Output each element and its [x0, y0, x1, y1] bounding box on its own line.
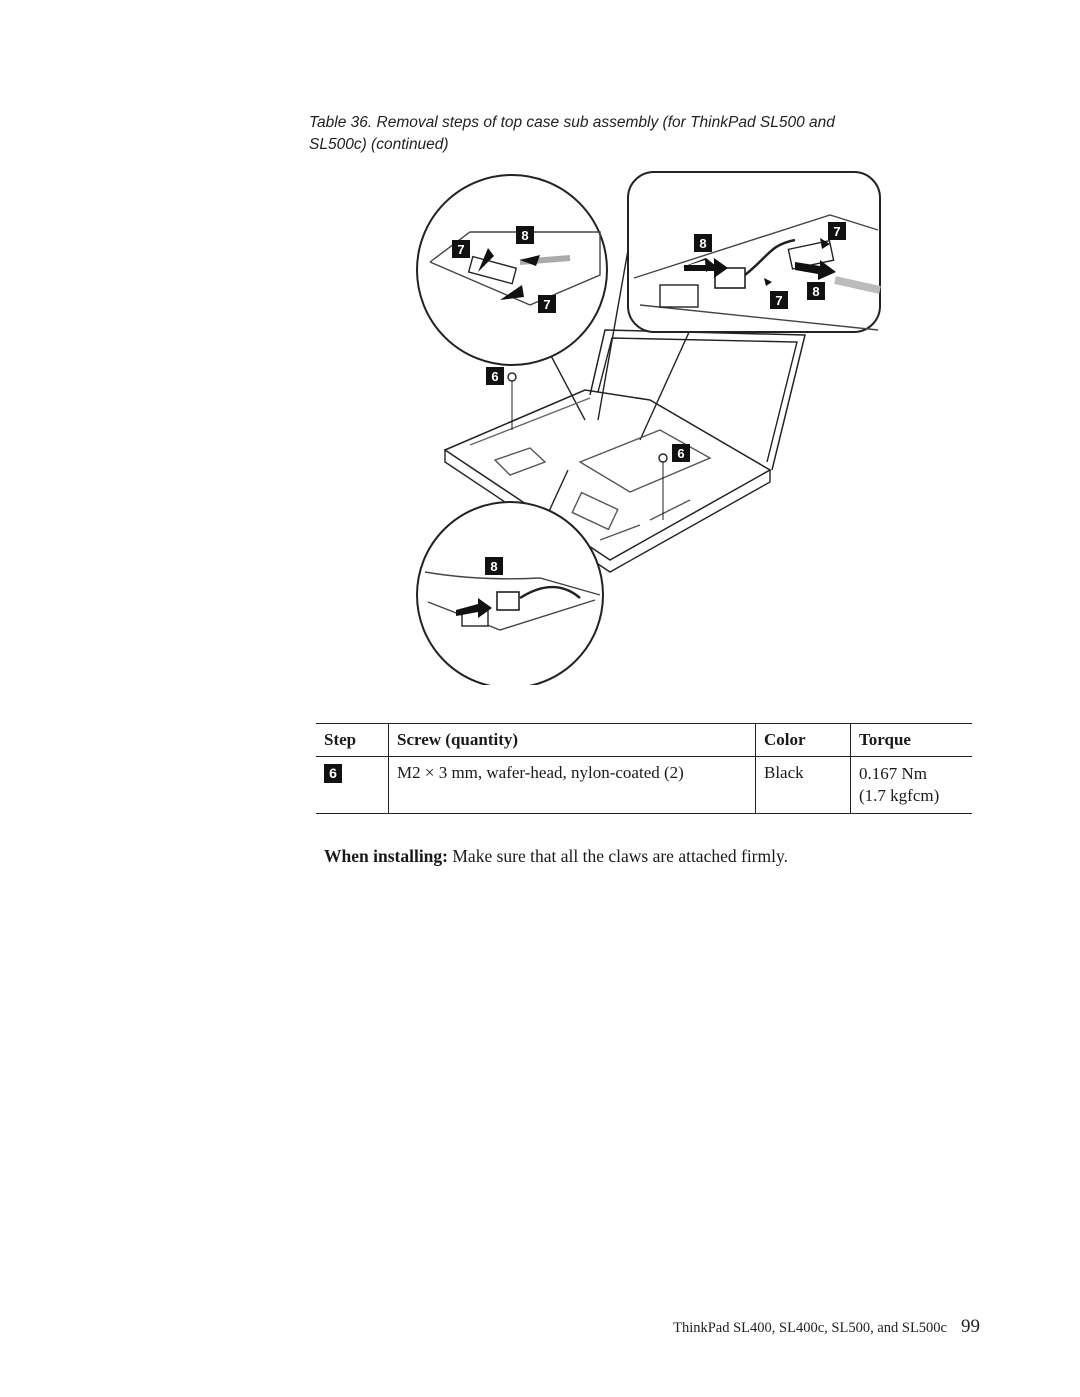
callout-8: 8 — [521, 228, 528, 243]
installation-text: Make sure that all the claws are attache… — [448, 846, 788, 866]
callout-8: 8 — [812, 284, 819, 299]
step-badge: 6 — [324, 764, 342, 783]
table-row: 6 M2 × 3 mm, wafer-head, nylon-coated (2… — [316, 756, 972, 814]
screw-icon — [507, 372, 517, 382]
laptop-lid-inner — [597, 337, 798, 463]
arrow-icon — [520, 255, 540, 266]
screw-icon — [658, 453, 668, 463]
header-step: Step — [316, 723, 389, 757]
removal-illustration: 8 7 7 8 7 7 8 6 6 8 — [416, 171, 881, 685]
callout-8: 8 — [490, 559, 497, 574]
screw-cell: M2 × 3 mm, wafer-head, nylon-coated (2) — [388, 756, 756, 814]
callout-7: 7 — [833, 224, 840, 239]
torque-kgfcm: (1.7 kgfcm) — [859, 786, 940, 805]
callout-pointer-top-right-b — [639, 329, 691, 441]
arrow-icon — [478, 248, 494, 272]
torque-nm: 0.167 Nm — [859, 764, 927, 783]
header-screw: Screw (quantity) — [388, 723, 756, 757]
page-number: 99 — [961, 1316, 980, 1337]
board-panel — [578, 429, 712, 493]
callout-7: 7 — [543, 297, 550, 312]
callout-pointer-top-right-a — [597, 249, 629, 421]
torque-cell: 0.167 Nm (1.7 kgfcm) — [850, 756, 972, 814]
callout-8: 8 — [699, 236, 706, 251]
arrow-icon — [820, 238, 830, 249]
installation-label: When installing: — [324, 846, 448, 866]
arrow-icon — [764, 278, 772, 286]
callout-7: 7 — [457, 242, 464, 257]
table-header-row: Step Screw (quantity) Color Torque — [316, 723, 972, 757]
caption-line-2: SL500c) (continued) — [309, 136, 449, 153]
callout-6: 6 — [491, 369, 498, 384]
page-footer: ThinkPad SL400, SL400c, SL500, and SL500… — [650, 1316, 980, 1338]
arrow-icon — [795, 260, 836, 280]
arrow-icon — [456, 598, 492, 618]
table-caption: Table 36. Removal steps of top case sub … — [309, 112, 889, 156]
header-torque: Torque — [850, 723, 972, 757]
callout-7: 7 — [775, 293, 782, 308]
arrow-icon — [500, 285, 524, 300]
arrow-icon — [684, 258, 728, 278]
caption-line-1: Table 36. Removal steps of top case sub … — [309, 114, 835, 131]
screw-table: Step Screw (quantity) Color Torque 6 M2 … — [316, 723, 972, 814]
header-color: Color — [755, 723, 851, 757]
laptop-base-side — [444, 450, 771, 573]
callout-6: 6 — [677, 446, 684, 461]
installation-note: When installing: Make sure that all the … — [324, 844, 974, 868]
laptop-lid — [589, 329, 806, 471]
footer-title: ThinkPad SL400, SL400c, SL500, and SL500… — [673, 1320, 947, 1336]
color-cell: Black — [755, 756, 851, 814]
